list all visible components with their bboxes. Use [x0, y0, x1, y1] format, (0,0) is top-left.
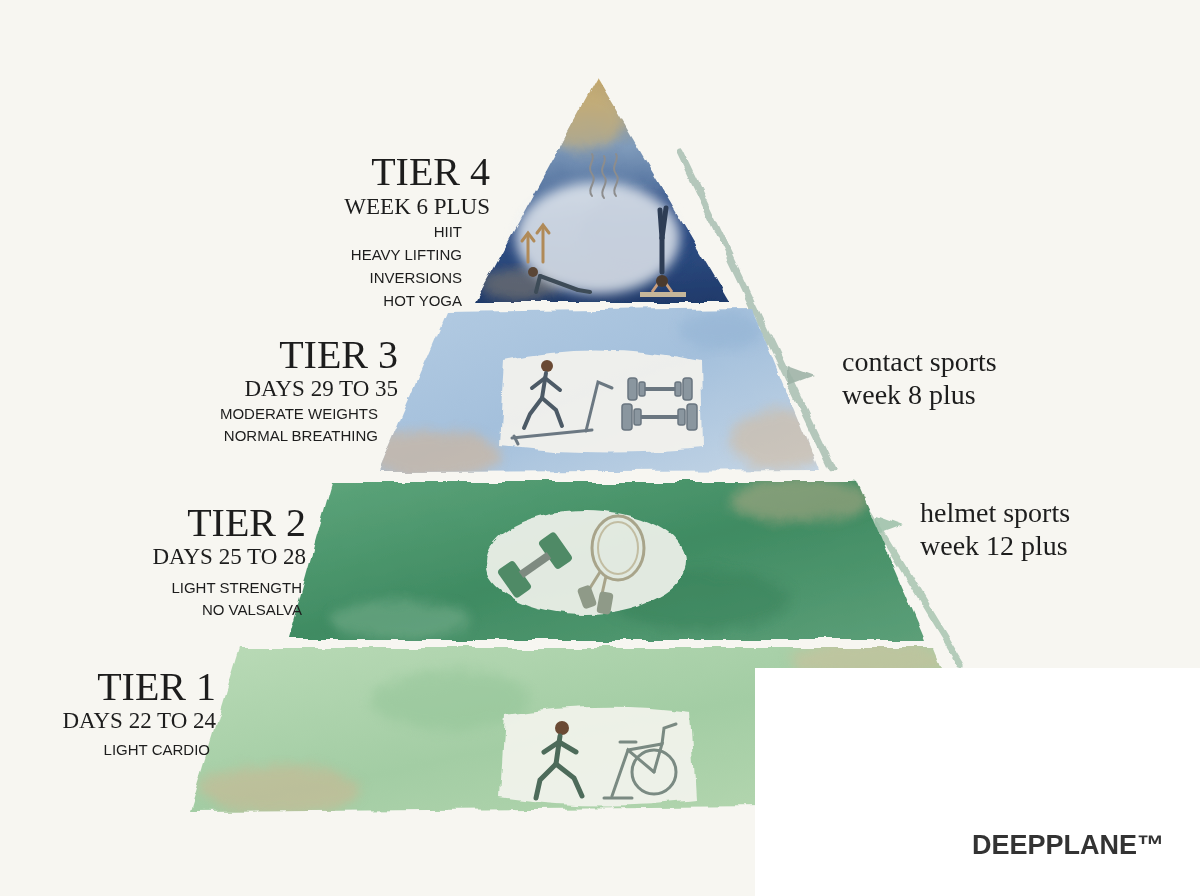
activity-item: LIGHT CARDIO	[62, 739, 210, 761]
side-label: week 8 plus	[842, 378, 976, 412]
watermark: DEEPPLANE™	[972, 829, 1164, 861]
activity-item: HEAVY LIFTING	[344, 243, 462, 266]
tier-text-column: TIER 4WEEK 6 PLUSHIITHEAVY LIFTINGINVERS…	[344, 150, 490, 312]
white-patch	[755, 668, 1200, 896]
tier1-illustration	[500, 707, 695, 806]
tier-text-column: TIER 1DAYS 22 TO 24 LIGHT CARDIO	[62, 667, 216, 761]
side-label: contact sports	[842, 345, 997, 379]
activity-item: INVERSIONS	[344, 266, 462, 289]
tier-timing: DAYS 22 TO 24	[62, 707, 216, 735]
tier3-illustration	[500, 350, 702, 452]
activity-item: NO VALSALVA	[152, 599, 302, 621]
tier-title: TIER 2	[152, 503, 306, 543]
tier-timing: WEEK 6 PLUS	[344, 194, 490, 220]
activity-item: HOT YOGA	[344, 289, 462, 312]
tier-title: TIER 4	[344, 150, 490, 194]
tier-title: TIER 1	[62, 667, 216, 707]
activity-item: HIIT	[344, 220, 462, 243]
tier-text-column: TIER 3DAYS 29 TO 35MODERATE WEIGHTSNORMA…	[220, 335, 398, 447]
tier-band: TIER 4WEEK 6 PLUSHIITHEAVY LIFTINGINVERS…	[300, 70, 740, 315]
side-label: week 12 plus	[920, 529, 1068, 563]
band-shape	[300, 70, 740, 315]
activity-item: LIGHT STRENGTH	[152, 577, 302, 599]
tier-title: TIER 3	[220, 335, 398, 375]
tier-timing: DAYS 25 TO 28	[152, 543, 306, 571]
side-label: helmet sports	[920, 496, 1070, 530]
tier-text-column: TIER 2DAYS 25 TO 28 LIGHT STRENGTHNO VALS…	[152, 503, 306, 621]
activity-item: MODERATE WEIGHTS	[220, 403, 378, 425]
tier-timing: DAYS 29 TO 35	[220, 375, 398, 403]
activity-item: NORMAL BREATHING	[220, 425, 378, 447]
